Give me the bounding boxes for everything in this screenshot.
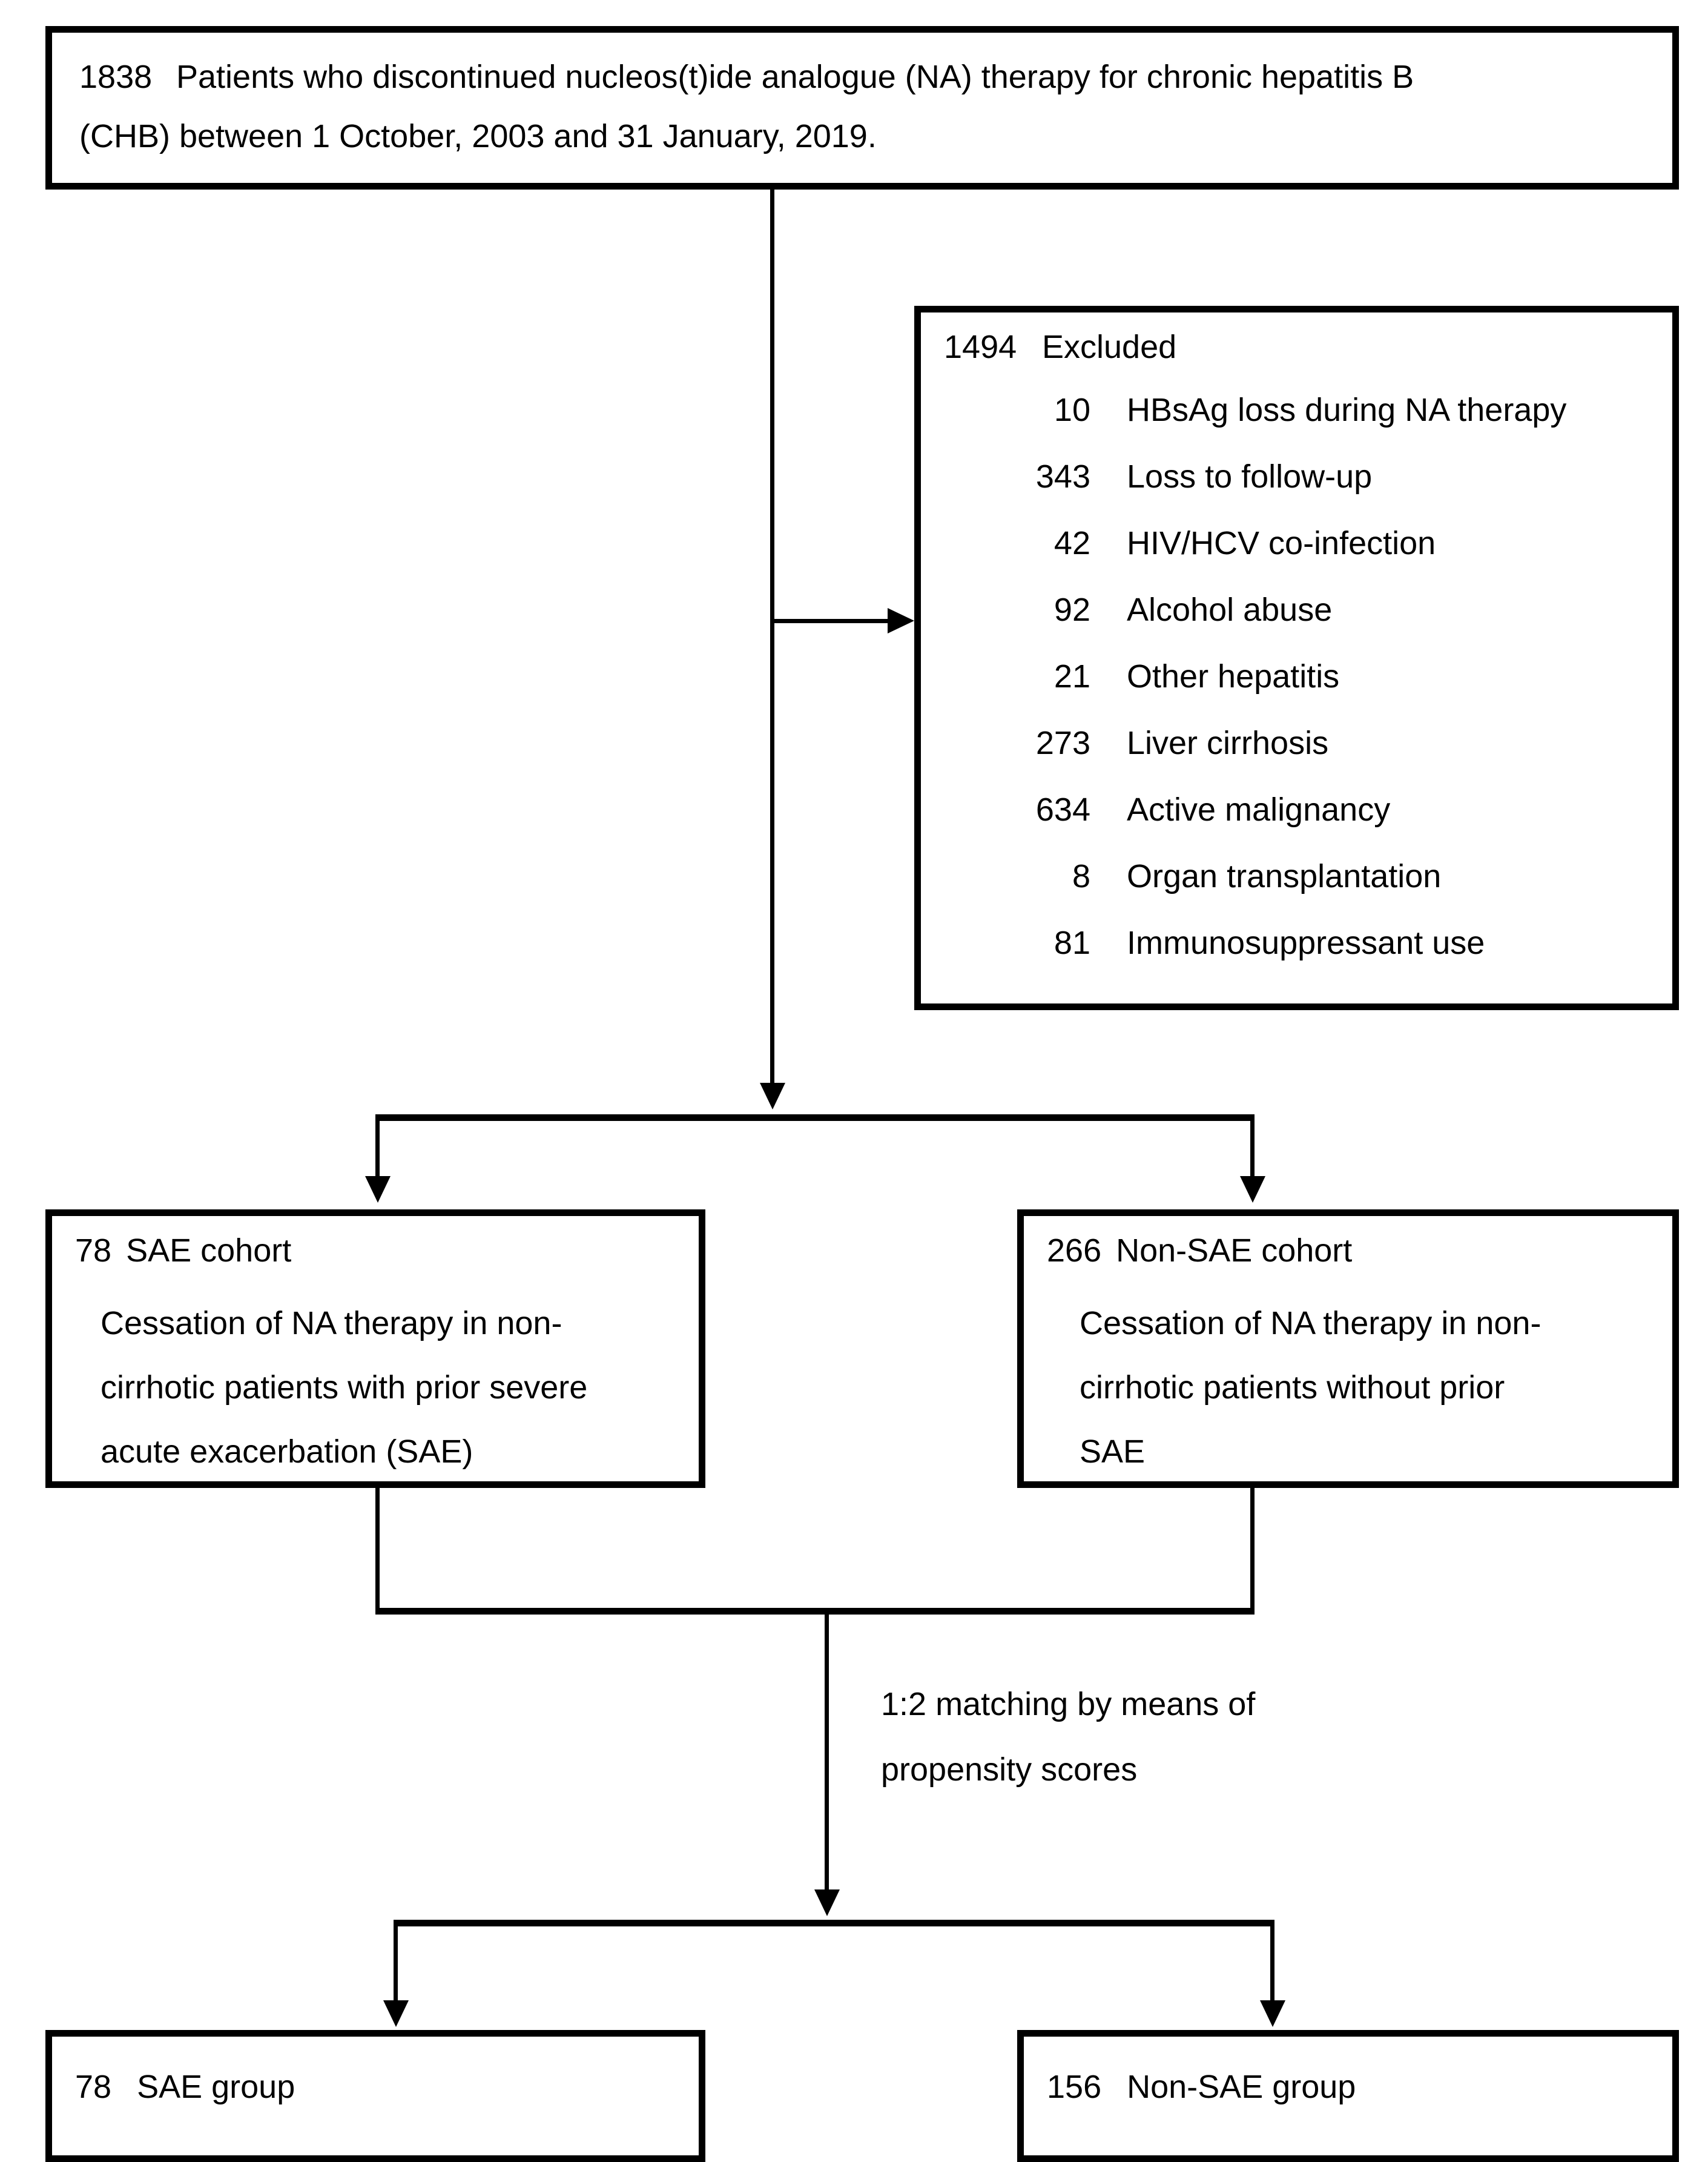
exclusion-label: Other hepatitis bbox=[1127, 658, 1340, 695]
connector-matching-stem bbox=[825, 1608, 829, 1889]
arrow-to-non-sae-cohort-icon bbox=[1240, 1176, 1265, 1203]
matching-annotation: 1:2 matching by means of propensity scor… bbox=[881, 1671, 1255, 1802]
exclusion-reason-row: 343 Loss to follow-up bbox=[921, 458, 1672, 524]
exclusion-reason-row: 92 Alcohol abuse bbox=[921, 591, 1672, 658]
exclusion-reason-row: 273 Liver cirrhosis bbox=[921, 724, 1672, 791]
arrow-source-to-split-icon bbox=[760, 1083, 785, 1109]
arrow-to-excluded-icon bbox=[888, 608, 914, 633]
non-sae-group-heading: 156 Non-SAE group bbox=[1047, 2068, 1356, 2106]
connector-to-excluded bbox=[770, 619, 888, 623]
exclusion-count: 343 bbox=[1035, 458, 1090, 495]
non-sae-cohort-description: Cessation of NA therapy in non- cirrhoti… bbox=[1080, 1291, 1541, 1484]
non-sae-cohort-desc-line3: SAE bbox=[1080, 1433, 1146, 1470]
sae-cohort-desc-line3: acute exacerbation (SAE) bbox=[101, 1433, 473, 1470]
non-sae-cohort-desc-line1: Cessation of NA therapy in non- bbox=[1080, 1305, 1541, 1341]
exclusion-label: Organ transplantation bbox=[1127, 858, 1442, 894]
exclusion-reason-row: 42 HIV/HCV co-infection bbox=[921, 524, 1672, 591]
exclusion-label: Alcohol abuse bbox=[1127, 592, 1333, 628]
connector-cohort-split-bar bbox=[375, 1114, 1255, 1121]
connector-source-stem bbox=[770, 190, 774, 1083]
exclusion-label: Active malignancy bbox=[1127, 792, 1391, 828]
connector-group-left-drop bbox=[394, 1920, 398, 2000]
arrow-to-sae-group-icon bbox=[383, 2000, 409, 2027]
source-text-line1: Patients who discontinued nucleos(t)ide … bbox=[176, 59, 1414, 95]
arrow-to-sae-cohort-icon bbox=[365, 1176, 391, 1203]
sae-group-count: 78 bbox=[75, 2069, 112, 2105]
non-sae-cohort-box: 266 Non-SAE cohort Cessation of NA therap… bbox=[1017, 1209, 1679, 1488]
non-sae-cohort-heading: 266 Non-SAE cohort bbox=[1047, 1232, 1352, 1269]
exclusion-reason-row: 10 HBsAg loss during NA therapy bbox=[921, 391, 1672, 458]
connector-sae-cohort-down bbox=[375, 1488, 380, 1611]
exclusion-count: 81 bbox=[1053, 925, 1090, 961]
connector-split-left-drop bbox=[375, 1114, 380, 1176]
sae-cohort-desc-line1: Cessation of NA therapy in non- bbox=[101, 1305, 562, 1341]
non-sae-group-count: 156 bbox=[1047, 2069, 1102, 2105]
sae-cohort-desc-line2: cirrhotic patients with prior severe bbox=[101, 1369, 588, 1406]
exclusion-label: HBsAg loss during NA therapy bbox=[1127, 392, 1567, 428]
exclusion-count: 10 bbox=[1053, 392, 1090, 428]
arrow-to-non-sae-group-icon bbox=[1260, 2000, 1285, 2027]
exclusion-count: 634 bbox=[1035, 792, 1090, 828]
exclusion-label: Loss to follow-up bbox=[1127, 458, 1373, 495]
exclusion-count: 92 bbox=[1053, 592, 1090, 628]
excluded-label: Excluded bbox=[1042, 329, 1177, 365]
source-population-box: 1838 Patients who discontinued nucleos(t… bbox=[45, 26, 1679, 190]
exclusion-count: 8 bbox=[1072, 858, 1090, 894]
sae-cohort-label: SAE cohort bbox=[126, 1232, 292, 1269]
exclusion-reason-list: 10 HBsAg loss during NA therapy 343 Loss… bbox=[921, 391, 1672, 991]
excluded-count: 1494 bbox=[944, 329, 1017, 365]
non-sae-group-label: Non-SAE group bbox=[1127, 2069, 1356, 2105]
sae-cohort-description: Cessation of NA therapy in non- cirrhoti… bbox=[101, 1291, 587, 1484]
exclusion-count: 273 bbox=[1035, 725, 1090, 761]
exclusion-count: 21 bbox=[1053, 658, 1090, 695]
matching-annotation-line2: propensity scores bbox=[881, 1751, 1138, 1788]
sae-cohort-box: 78 SAE cohort Cessation of NA therapy in … bbox=[45, 1209, 705, 1488]
sae-group-box: 78 SAE group bbox=[45, 2030, 705, 2162]
exclusion-label: HIV/HCV co-infection bbox=[1127, 525, 1436, 561]
connector-non-sae-cohort-down bbox=[1250, 1488, 1255, 1611]
connector-split-right-drop bbox=[1250, 1114, 1255, 1176]
exclusion-reason-row: 634 Active malignancy bbox=[921, 791, 1672, 858]
excluded-box: 1494 Excluded 10 HBsAg loss during NA th… bbox=[914, 306, 1679, 1010]
exclusion-reason-row: 81 Immunosuppressant use bbox=[921, 924, 1672, 991]
exclusion-reason-row: 8 Organ transplantation bbox=[921, 858, 1672, 924]
sae-group-heading: 78 SAE group bbox=[75, 2068, 295, 2106]
connector-group-split-bar bbox=[394, 1920, 1274, 1926]
arrow-matching-icon bbox=[814, 1889, 840, 1916]
non-sae-cohort-count: 266 bbox=[1047, 1232, 1102, 1269]
exclusion-label: Liver cirrhosis bbox=[1127, 725, 1329, 761]
sae-cohort-heading: 78 SAE cohort bbox=[75, 1232, 291, 1269]
connector-cohort-merge-bar bbox=[375, 1608, 1255, 1615]
non-sae-cohort-label: Non-SAE cohort bbox=[1116, 1232, 1353, 1269]
sae-group-label: SAE group bbox=[137, 2069, 295, 2105]
exclusion-label: Immunosuppressant use bbox=[1127, 925, 1485, 961]
non-sae-group-box: 156 Non-SAE group bbox=[1017, 2030, 1679, 2162]
connector-group-right-drop bbox=[1270, 1920, 1274, 2000]
non-sae-cohort-desc-line2: cirrhotic patients without prior bbox=[1080, 1369, 1505, 1406]
exclusion-count: 42 bbox=[1053, 525, 1090, 561]
source-count: 1838 bbox=[79, 59, 153, 95]
exclusion-reason-row: 21 Other hepatitis bbox=[921, 658, 1672, 724]
source-text-line2: (CHB) between 1 October, 2003 and 31 Jan… bbox=[79, 118, 877, 154]
matching-annotation-line1: 1:2 matching by means of bbox=[881, 1686, 1256, 1722]
sae-cohort-count: 78 bbox=[75, 1232, 112, 1269]
